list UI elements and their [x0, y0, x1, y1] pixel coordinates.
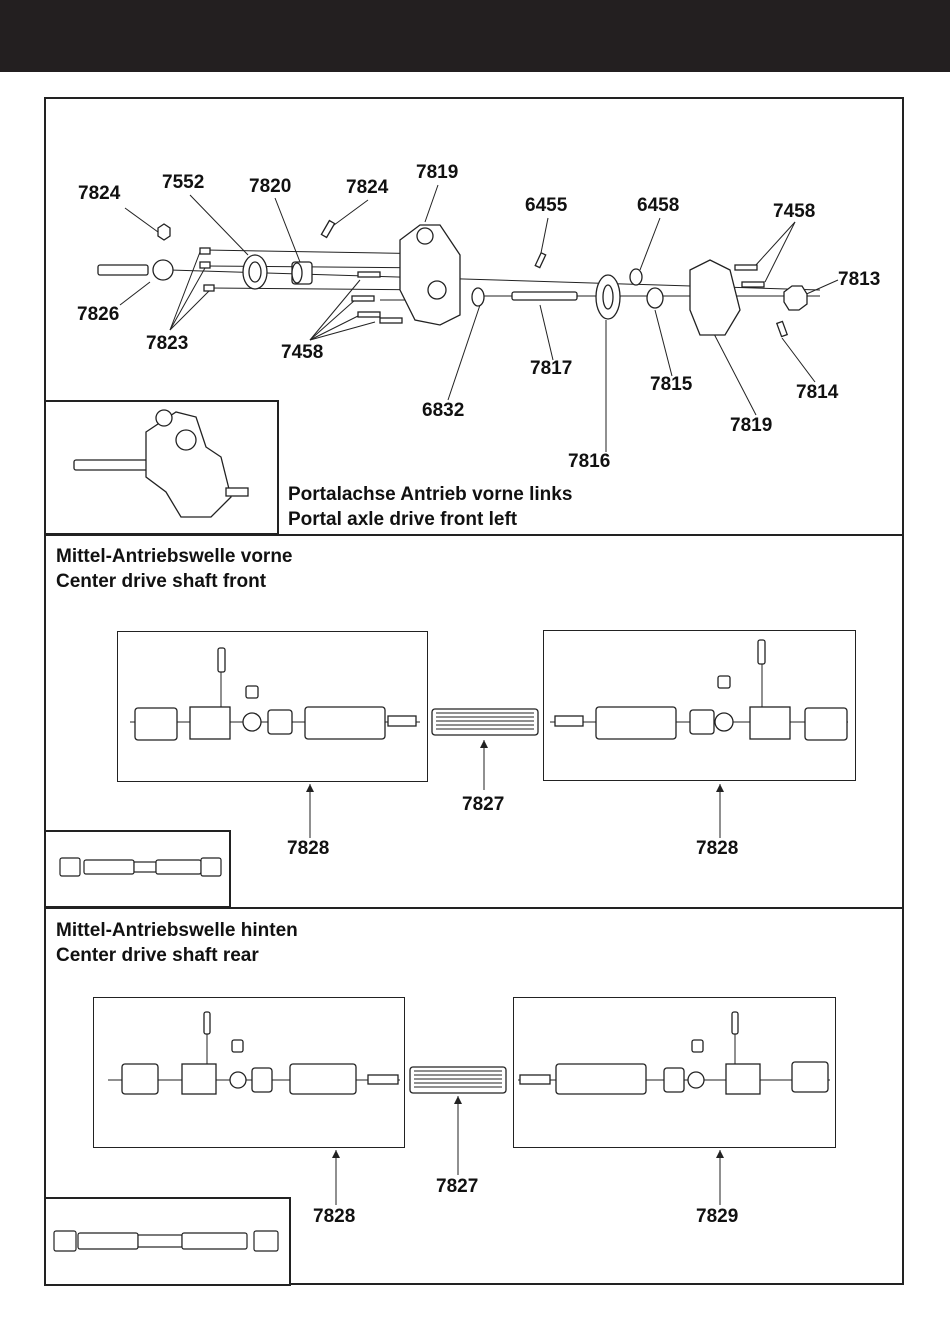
- part-number-7827: 7827: [436, 1177, 478, 1197]
- part-number-7829: 7829: [696, 1207, 738, 1227]
- rear-shaft-assembled-image: [46, 1199, 293, 1288]
- part-number-7828: 7828: [313, 1207, 355, 1227]
- rear-shaft-assembled-inset: [44, 1197, 291, 1286]
